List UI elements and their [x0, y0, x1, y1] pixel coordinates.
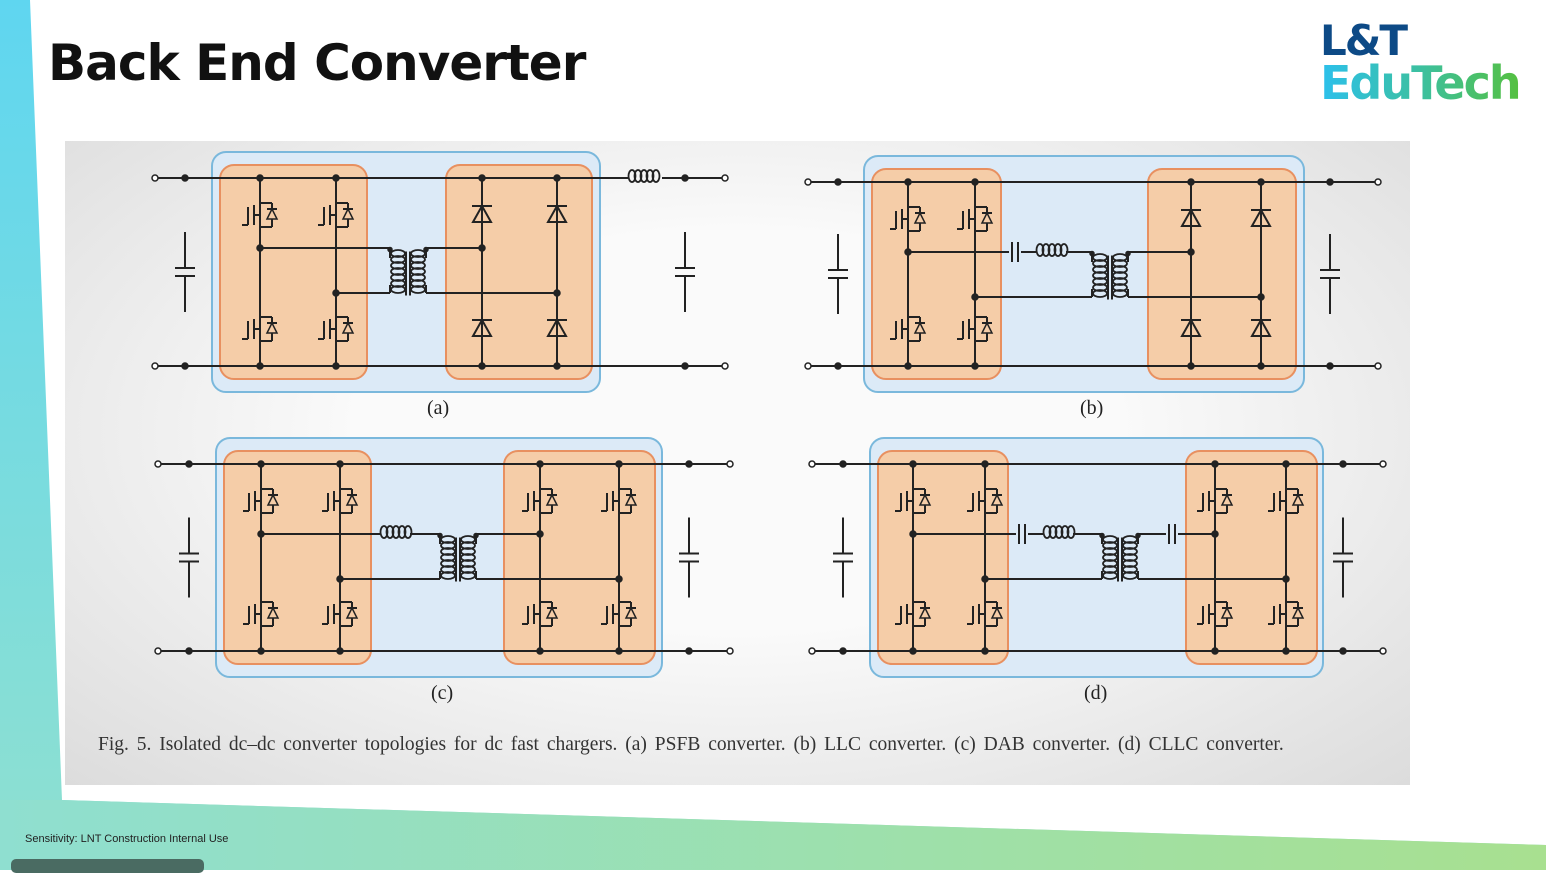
primary-bridge — [877, 450, 1009, 665]
logo-line2: EduTech — [1320, 56, 1522, 110]
secondary-bridge — [1147, 168, 1297, 380]
secondary-bridge — [445, 164, 593, 380]
figure-caption: Fig. 5. Isolated dc–dc converter topolog… — [98, 734, 1284, 755]
presenter-name-tag — [11, 859, 204, 873]
primary-bridge — [871, 168, 1002, 380]
lt-edutech-logo: L&T EduTech — [1320, 16, 1522, 110]
label-c: (c) — [431, 682, 454, 704]
label-d: (d) — [1084, 682, 1108, 704]
label-a: (a) — [427, 397, 450, 419]
slide-title: Back End Converter — [48, 34, 586, 92]
sensitivity-label: Sensitivity: LNT Construction Internal U… — [25, 833, 229, 845]
primary-bridge — [219, 164, 368, 380]
secondary-bridge — [503, 450, 656, 665]
secondary-bridge — [1185, 450, 1318, 665]
logo-line1: L&T — [1320, 16, 1408, 65]
primary-bridge — [223, 450, 372, 665]
label-b: (b) — [1080, 397, 1104, 419]
